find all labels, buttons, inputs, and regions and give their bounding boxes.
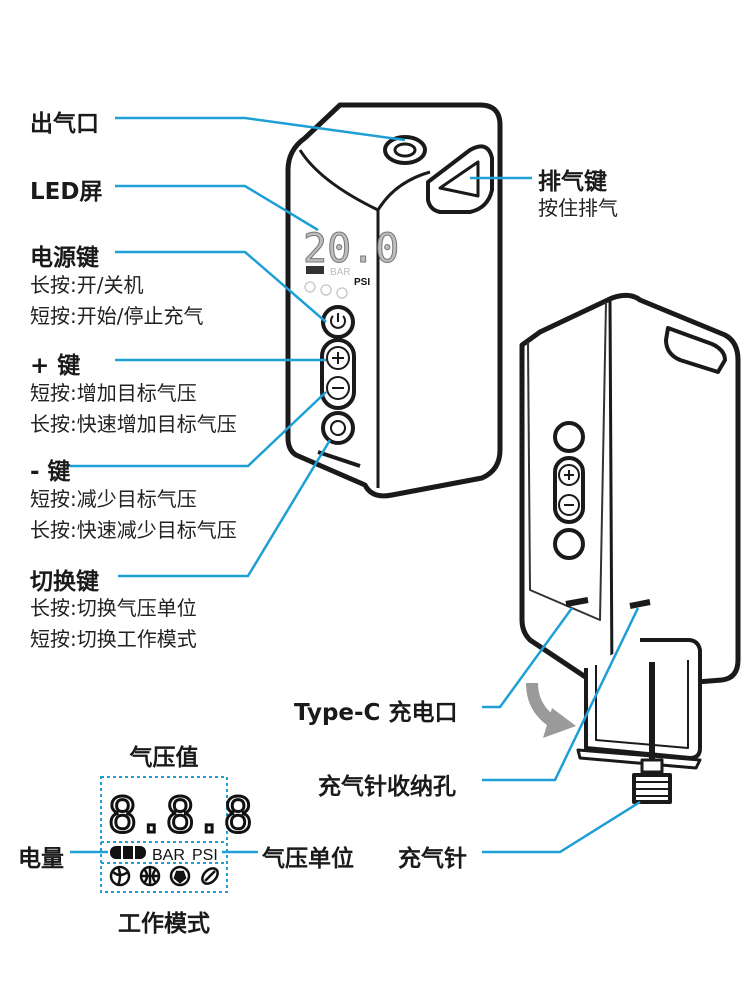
screen-mode-icon bbox=[336, 287, 348, 299]
desc-switch-1: 长按:切换气压单位 bbox=[30, 596, 197, 620]
screen-mode-icon bbox=[320, 284, 332, 296]
legend-unit-psi: PSI bbox=[192, 847, 218, 864]
label-typec: Type-C 充电口 bbox=[294, 700, 458, 726]
football-icon bbox=[201, 867, 219, 885]
label-led: LED屏 bbox=[30, 179, 103, 205]
label-outlet: 出气口 bbox=[30, 111, 99, 137]
desc-plus-1: 短按:增加目标气压 bbox=[30, 381, 197, 405]
outlet-hole bbox=[383, 135, 427, 165]
pump-open-view bbox=[519, 292, 741, 804]
legend-mode: 工作模式 bbox=[118, 911, 210, 937]
legend-pressure-value: 气压值 bbox=[129, 745, 199, 771]
legend-unit-bar: BAR bbox=[152, 847, 185, 864]
switch-button bbox=[321, 411, 355, 445]
leader-needle bbox=[482, 800, 641, 854]
plus-minus-pill bbox=[320, 338, 356, 410]
leader-power bbox=[115, 250, 327, 323]
label-power: 电源键 bbox=[30, 245, 99, 271]
label-needle: 充气针 bbox=[398, 846, 467, 872]
screen-battery bbox=[306, 266, 324, 274]
desc-deflate-1: 按住排气 bbox=[538, 196, 618, 220]
legend-digits: 8.8.8 bbox=[108, 788, 253, 844]
desc-minus-1: 短按:减少目标气压 bbox=[30, 487, 197, 511]
release-tab bbox=[664, 326, 727, 374]
leader-led bbox=[115, 184, 319, 232]
label-plus: + 键 bbox=[30, 353, 81, 379]
leader-minus bbox=[70, 391, 327, 468]
desc-power-1: 长按:开/关机 bbox=[30, 273, 144, 297]
leader-outlet bbox=[115, 116, 406, 142]
soccer-icon bbox=[169, 865, 191, 887]
screen-unit-bar: BAR bbox=[330, 267, 351, 278]
desc-switch-2: 短按:切换工作模式 bbox=[30, 627, 197, 651]
leader-switch bbox=[118, 439, 332, 578]
label-minus: - 键 bbox=[30, 459, 71, 485]
label-switch: 切换键 bbox=[30, 569, 99, 595]
needle-slot bbox=[629, 599, 651, 609]
typec-port bbox=[565, 597, 589, 607]
leader-needle-slot bbox=[482, 607, 640, 782]
legend-battery: 电量 bbox=[18, 846, 64, 872]
legend-unit: 气压单位 bbox=[262, 846, 354, 872]
pump-front-view bbox=[285, 102, 503, 499]
screen-reading: 20.0 bbox=[303, 226, 399, 272]
leader-typec bbox=[482, 607, 574, 709]
open-lid bbox=[584, 638, 702, 760]
screen-unit-psi: PSI bbox=[354, 277, 370, 288]
screen-mode-icon bbox=[304, 281, 316, 293]
device-screen: 20.0 BAR PSI bbox=[303, 226, 400, 299]
desc-minus-2: 长按:快速减少目标气压 bbox=[30, 518, 237, 542]
desc-plus-2: 长按:快速增加目标气压 bbox=[30, 412, 237, 436]
label-deflate: 排气键 bbox=[538, 169, 607, 195]
volleyball-icon bbox=[109, 865, 131, 887]
desc-power-2: 短按:开始/停止充气 bbox=[30, 304, 204, 328]
leader-lines bbox=[70, 116, 641, 854]
display-legend: 8.8.8 BAR PSI bbox=[100, 776, 254, 893]
legend-battery-icon bbox=[110, 846, 146, 859]
label-needle-slot: 充气针收纳孔 bbox=[318, 774, 456, 800]
